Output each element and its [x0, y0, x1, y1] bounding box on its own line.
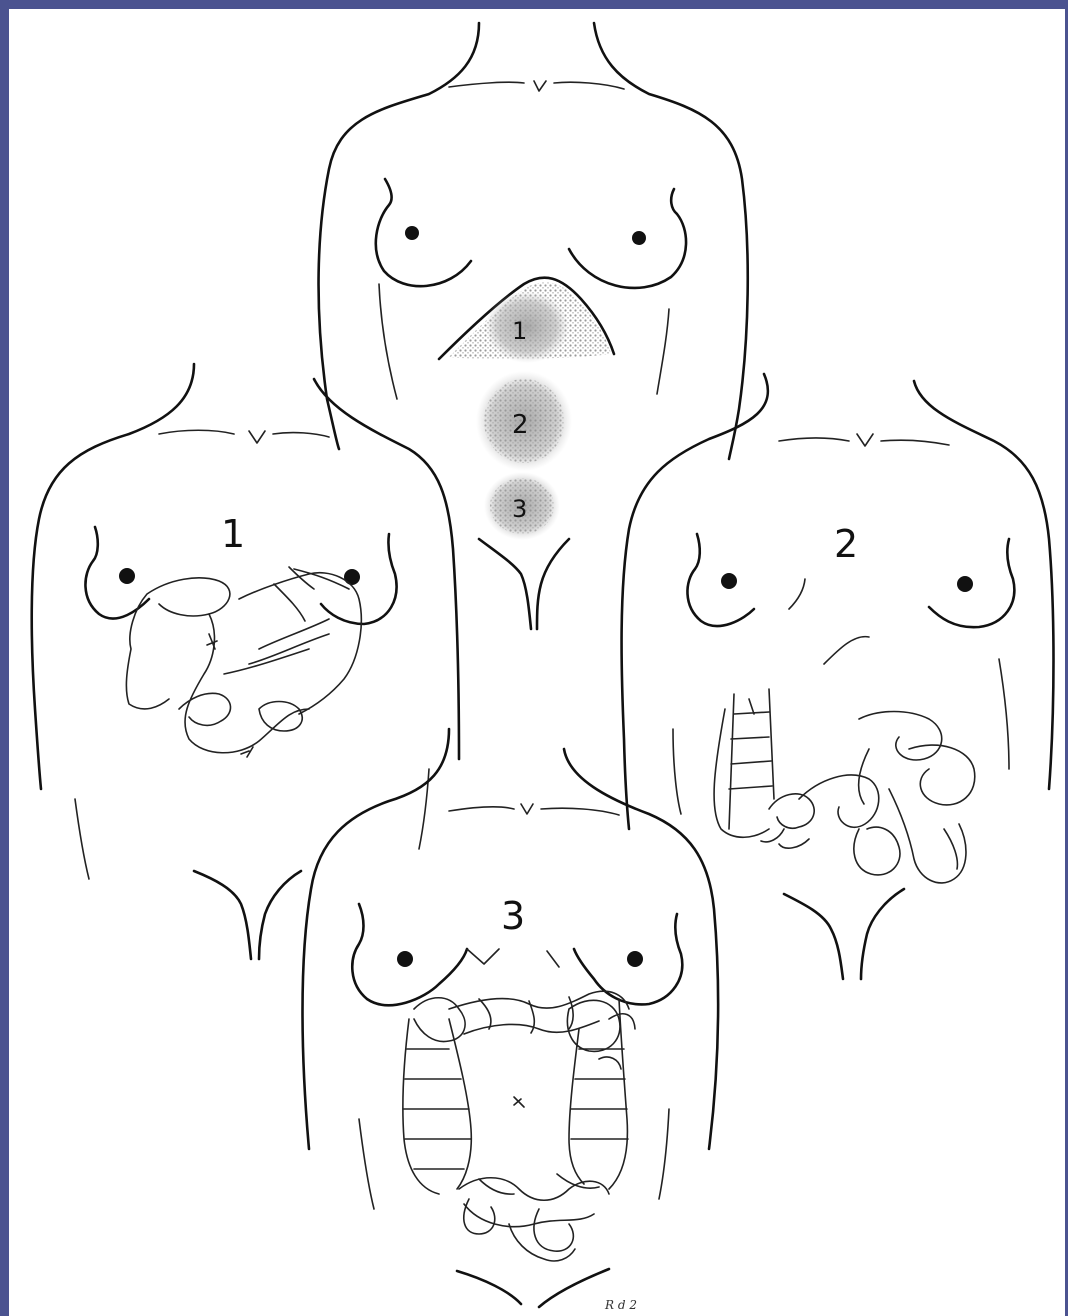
fig1-left-nipple	[119, 568, 135, 584]
top-left-nipple	[405, 226, 419, 240]
figure-1-upper-gi: 1	[32, 364, 459, 959]
top-right-nipple	[632, 231, 646, 245]
illustration-panel: 1 2 3 1	[9, 9, 1065, 1316]
fig3-left-nipple	[397, 951, 413, 967]
pain-zone-1-label: 1	[512, 317, 527, 345]
figure-1-label: 1	[221, 512, 245, 556]
fig2-left-nipple	[721, 573, 737, 589]
top-torso-figure: 1 2 3	[319, 23, 748, 629]
fig1-right-nipple	[344, 569, 360, 585]
figure-3-label: 3	[501, 894, 525, 938]
figure-2-label: 2	[834, 522, 858, 566]
artist-signature: R d 2	[604, 1298, 637, 1312]
fig2-right-nipple	[957, 576, 973, 592]
figure-3-colon: 3	[303, 729, 719, 1307]
pain-zone-2-label: 2	[512, 410, 529, 440]
pain-zone-3-label: 3	[512, 495, 527, 523]
abdominal-pain-diagram: 1 2 3 1	[9, 9, 1065, 1316]
fig3-right-nipple	[627, 951, 643, 967]
figure-2-small-intestine: 2	[622, 374, 1054, 979]
